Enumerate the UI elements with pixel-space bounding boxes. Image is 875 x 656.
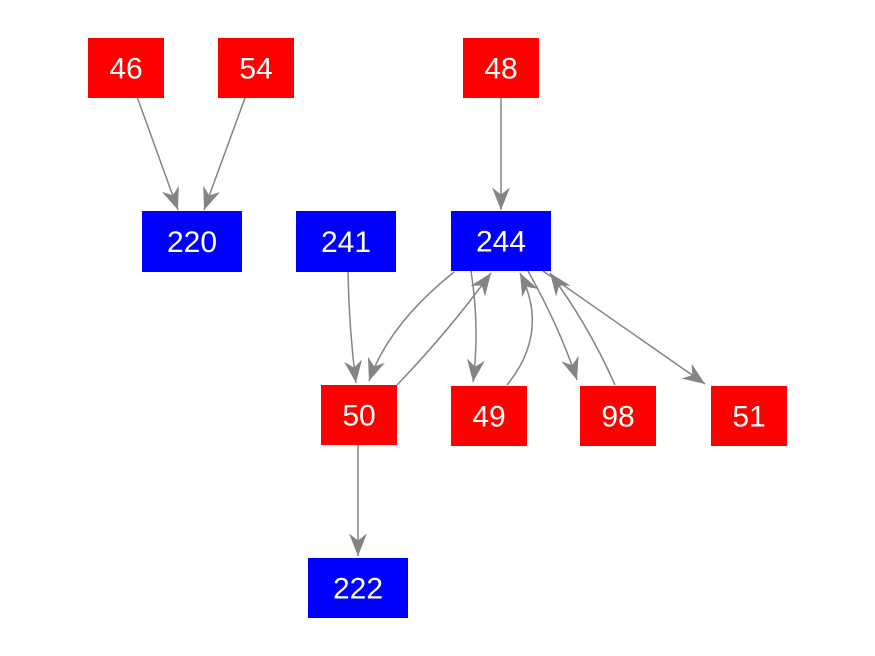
edge-54-220 bbox=[203, 97, 246, 211]
edge-241-50 bbox=[344, 271, 363, 384]
edge-244-51 bbox=[542, 270, 706, 385]
node-46[interactable] bbox=[88, 38, 164, 98]
node-group-51: 51 bbox=[711, 386, 787, 446]
node-group-50: 50 bbox=[321, 385, 397, 445]
edge-244-98 bbox=[527, 270, 579, 381]
node-group-98: 98 bbox=[580, 386, 656, 446]
node-244[interactable] bbox=[451, 211, 551, 271]
node-54[interactable] bbox=[218, 38, 294, 98]
node-group-46: 46 bbox=[88, 38, 164, 98]
edge-98-244 bbox=[549, 272, 616, 386]
edge-49-244 bbox=[506, 272, 539, 386]
node-51[interactable] bbox=[711, 386, 787, 446]
node-98[interactable] bbox=[580, 386, 656, 446]
node-50[interactable] bbox=[321, 385, 397, 445]
edge-46-220 bbox=[136, 97, 179, 211]
edge-50-244 bbox=[396, 272, 492, 386]
edges-layer bbox=[136, 97, 706, 556]
edge-244-49 bbox=[466, 270, 485, 383]
node-241[interactable] bbox=[296, 211, 396, 272]
nodes-layer: 46 54 48 220 241 244 50 49 98 51 222 bbox=[88, 38, 787, 618]
node-group-49: 49 bbox=[451, 386, 527, 446]
node-group-241: 241 bbox=[296, 211, 396, 272]
node-group-222: 222 bbox=[308, 558, 408, 618]
node-group-54: 54 bbox=[218, 38, 294, 98]
node-222[interactable] bbox=[308, 558, 408, 618]
edge-244-50 bbox=[367, 271, 455, 382]
node-group-220: 220 bbox=[142, 211, 242, 272]
node-48[interactable] bbox=[463, 38, 539, 98]
node-49[interactable] bbox=[451, 386, 527, 446]
node-220[interactable] bbox=[142, 211, 242, 272]
node-group-48: 48 bbox=[463, 38, 539, 98]
node-group-244: 244 bbox=[451, 211, 551, 271]
